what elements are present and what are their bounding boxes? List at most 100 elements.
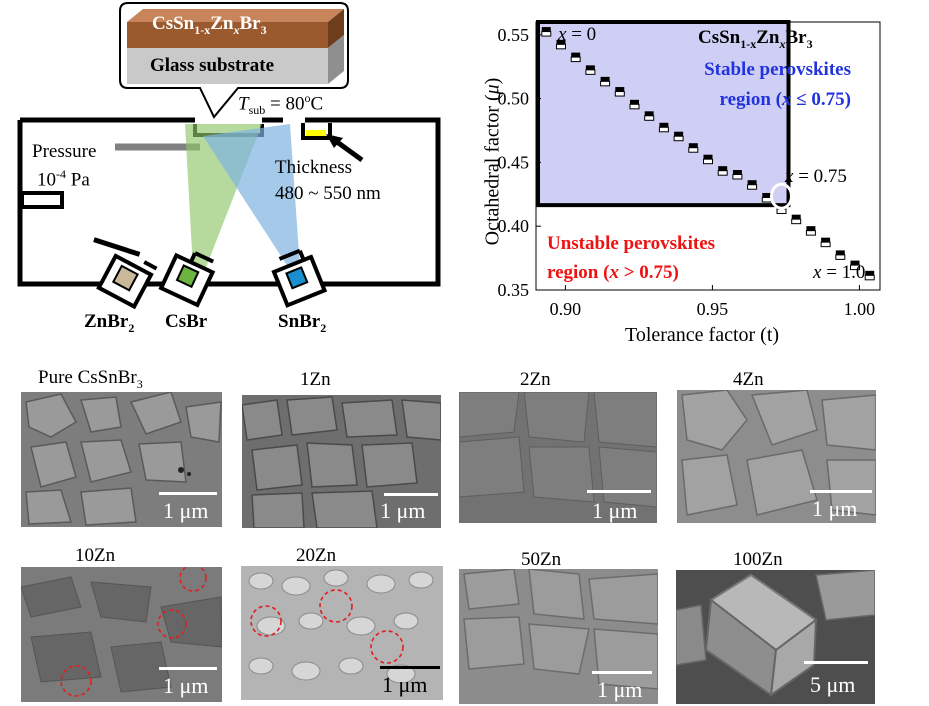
scale-label: 1 μm: [163, 498, 209, 523]
znbr2-label: ZnBr2: [84, 311, 135, 335]
data-point: [805, 226, 816, 236]
sensor-crystal: [306, 130, 326, 136]
sem-label-4zn: 4Zn: [733, 369, 764, 390]
data-point: [658, 122, 669, 133]
data-point: [864, 270, 875, 281]
thickness-label: Thickness: [275, 157, 353, 178]
stable-region: [536, 20, 791, 208]
data-point: [555, 39, 566, 50]
data-point: [629, 99, 640, 110]
glass-substrate-layer: [127, 48, 328, 84]
x-tick-label: 0.95: [697, 299, 729, 319]
y-tick-label: 0.50: [498, 89, 530, 109]
scale-bar: [592, 671, 652, 674]
snbr2-label: SnBr2: [278, 311, 327, 335]
data-point: [747, 180, 758, 190]
stable-region-label: Stable perovskites region (x ≤ 0.75): [704, 59, 851, 110]
sem-image-2zn: 1 μm: [459, 392, 657, 523]
sem-label-20zn: 20Zn: [296, 545, 337, 566]
annotation-x1: x = 1.0: [813, 262, 866, 283]
sem-label-100zn: 100Zn: [733, 549, 783, 570]
substrate-side-face: [328, 35, 344, 84]
y-tick-label: 0.55: [498, 25, 530, 45]
unstable-region-label: Unstable perovskites region (x > 0.75): [547, 233, 716, 283]
deposition-schematic: CsSn1-xZnxBr3 Glass substrate Tsub = 80o…: [0, 0, 460, 340]
thickness-value: 480 ~ 550 nm: [275, 183, 381, 204]
data-point: [761, 192, 772, 203]
scale-bar: [380, 666, 440, 669]
scale-label: 1 μm: [592, 498, 638, 523]
y-tick-label: 0.45: [498, 152, 530, 172]
sem-label-2zn: 2Zn: [520, 369, 551, 390]
film-layer: [127, 22, 328, 48]
scale-label: 1 μm: [597, 677, 643, 702]
scale-label: 5 μm: [810, 672, 856, 697]
csbr-label: CsBr: [165, 311, 208, 332]
sem-texture: [459, 392, 657, 523]
sem-image-20zn: 1 μm: [241, 566, 443, 700]
data-points: [541, 27, 875, 281]
data-point: [835, 250, 846, 260]
scale-bar: [384, 493, 438, 496]
sensor-arrow-head: [326, 134, 343, 148]
data-point: [614, 87, 625, 97]
data-point: [600, 76, 611, 87]
sem-label-10zn: 10Zn: [75, 545, 116, 566]
scale-bar: [159, 492, 217, 495]
x-axis-label: Tolerance factor (t): [625, 324, 780, 346]
sem-image-50zn: 1 μm: [459, 569, 658, 704]
data-point: [791, 214, 802, 225]
sem-image-100zn: 5 μm: [676, 570, 875, 704]
data-point: [644, 111, 655, 121]
sem-texture: [459, 569, 658, 704]
chart-title: CsSn1-xZnxBr3: [698, 27, 813, 51]
x075-highlight-circle: [770, 182, 794, 210]
data-point: [673, 131, 684, 142]
sem-image-pure: 1 μm: [21, 392, 222, 527]
film-top-face: [127, 9, 344, 22]
data-point: [703, 154, 713, 165]
y-tick-label: 0.40: [498, 216, 530, 236]
substrate-temperature-label: Tsub = 80oC: [238, 91, 324, 118]
data-point: [850, 260, 861, 271]
sem-texture: [677, 390, 876, 523]
sem-label-pure: Pure CsSnBr3: [38, 367, 143, 391]
scale-label: 1 μm: [812, 496, 858, 521]
annotation-x075: x = 0.75: [785, 166, 847, 187]
substrate-label: Glass substrate: [150, 55, 275, 76]
znbr2-source: [93, 237, 158, 310]
data-point: [820, 237, 831, 248]
schematic-drawing: [17, 2, 441, 310]
annotation-x0: x = 0: [558, 24, 597, 45]
y-tick-label: 0.35: [498, 280, 530, 300]
snbr2-source: [271, 248, 328, 308]
scale-label: 1 μm: [163, 673, 209, 698]
vacuum-chamber: [17, 117, 441, 287]
data-point: [732, 170, 743, 180]
data-point: [570, 52, 581, 63]
sem-texture: [21, 567, 222, 702]
data-point: [717, 166, 728, 176]
scale-bar: [804, 661, 868, 664]
sem-texture: [676, 570, 875, 704]
scale-label: 1 μm: [380, 498, 426, 523]
data-point: [585, 65, 596, 75]
data-point: [688, 143, 699, 153]
data-point: [541, 27, 552, 37]
y-axis-label: Octahedral factor (μ): [481, 77, 504, 246]
side-port: [20, 191, 64, 209]
sem-texture: [21, 392, 222, 527]
sem-texture: [241, 566, 443, 700]
pressure-label: Pressure: [32, 141, 97, 162]
x-tick-label: 0.90: [550, 299, 582, 319]
plot-frame: [535, 21, 881, 291]
sem-image-4zn: 1 μm: [677, 390, 876, 523]
sem-image-1zn: 1 μm: [242, 395, 441, 528]
scale-bar: [810, 490, 872, 493]
pressure-value: 10-4 Pa: [37, 167, 90, 191]
snbr2-beam: [203, 124, 300, 270]
film-label: CsSn1-xZnxBr3: [152, 13, 267, 37]
scale-bar: [159, 667, 217, 670]
